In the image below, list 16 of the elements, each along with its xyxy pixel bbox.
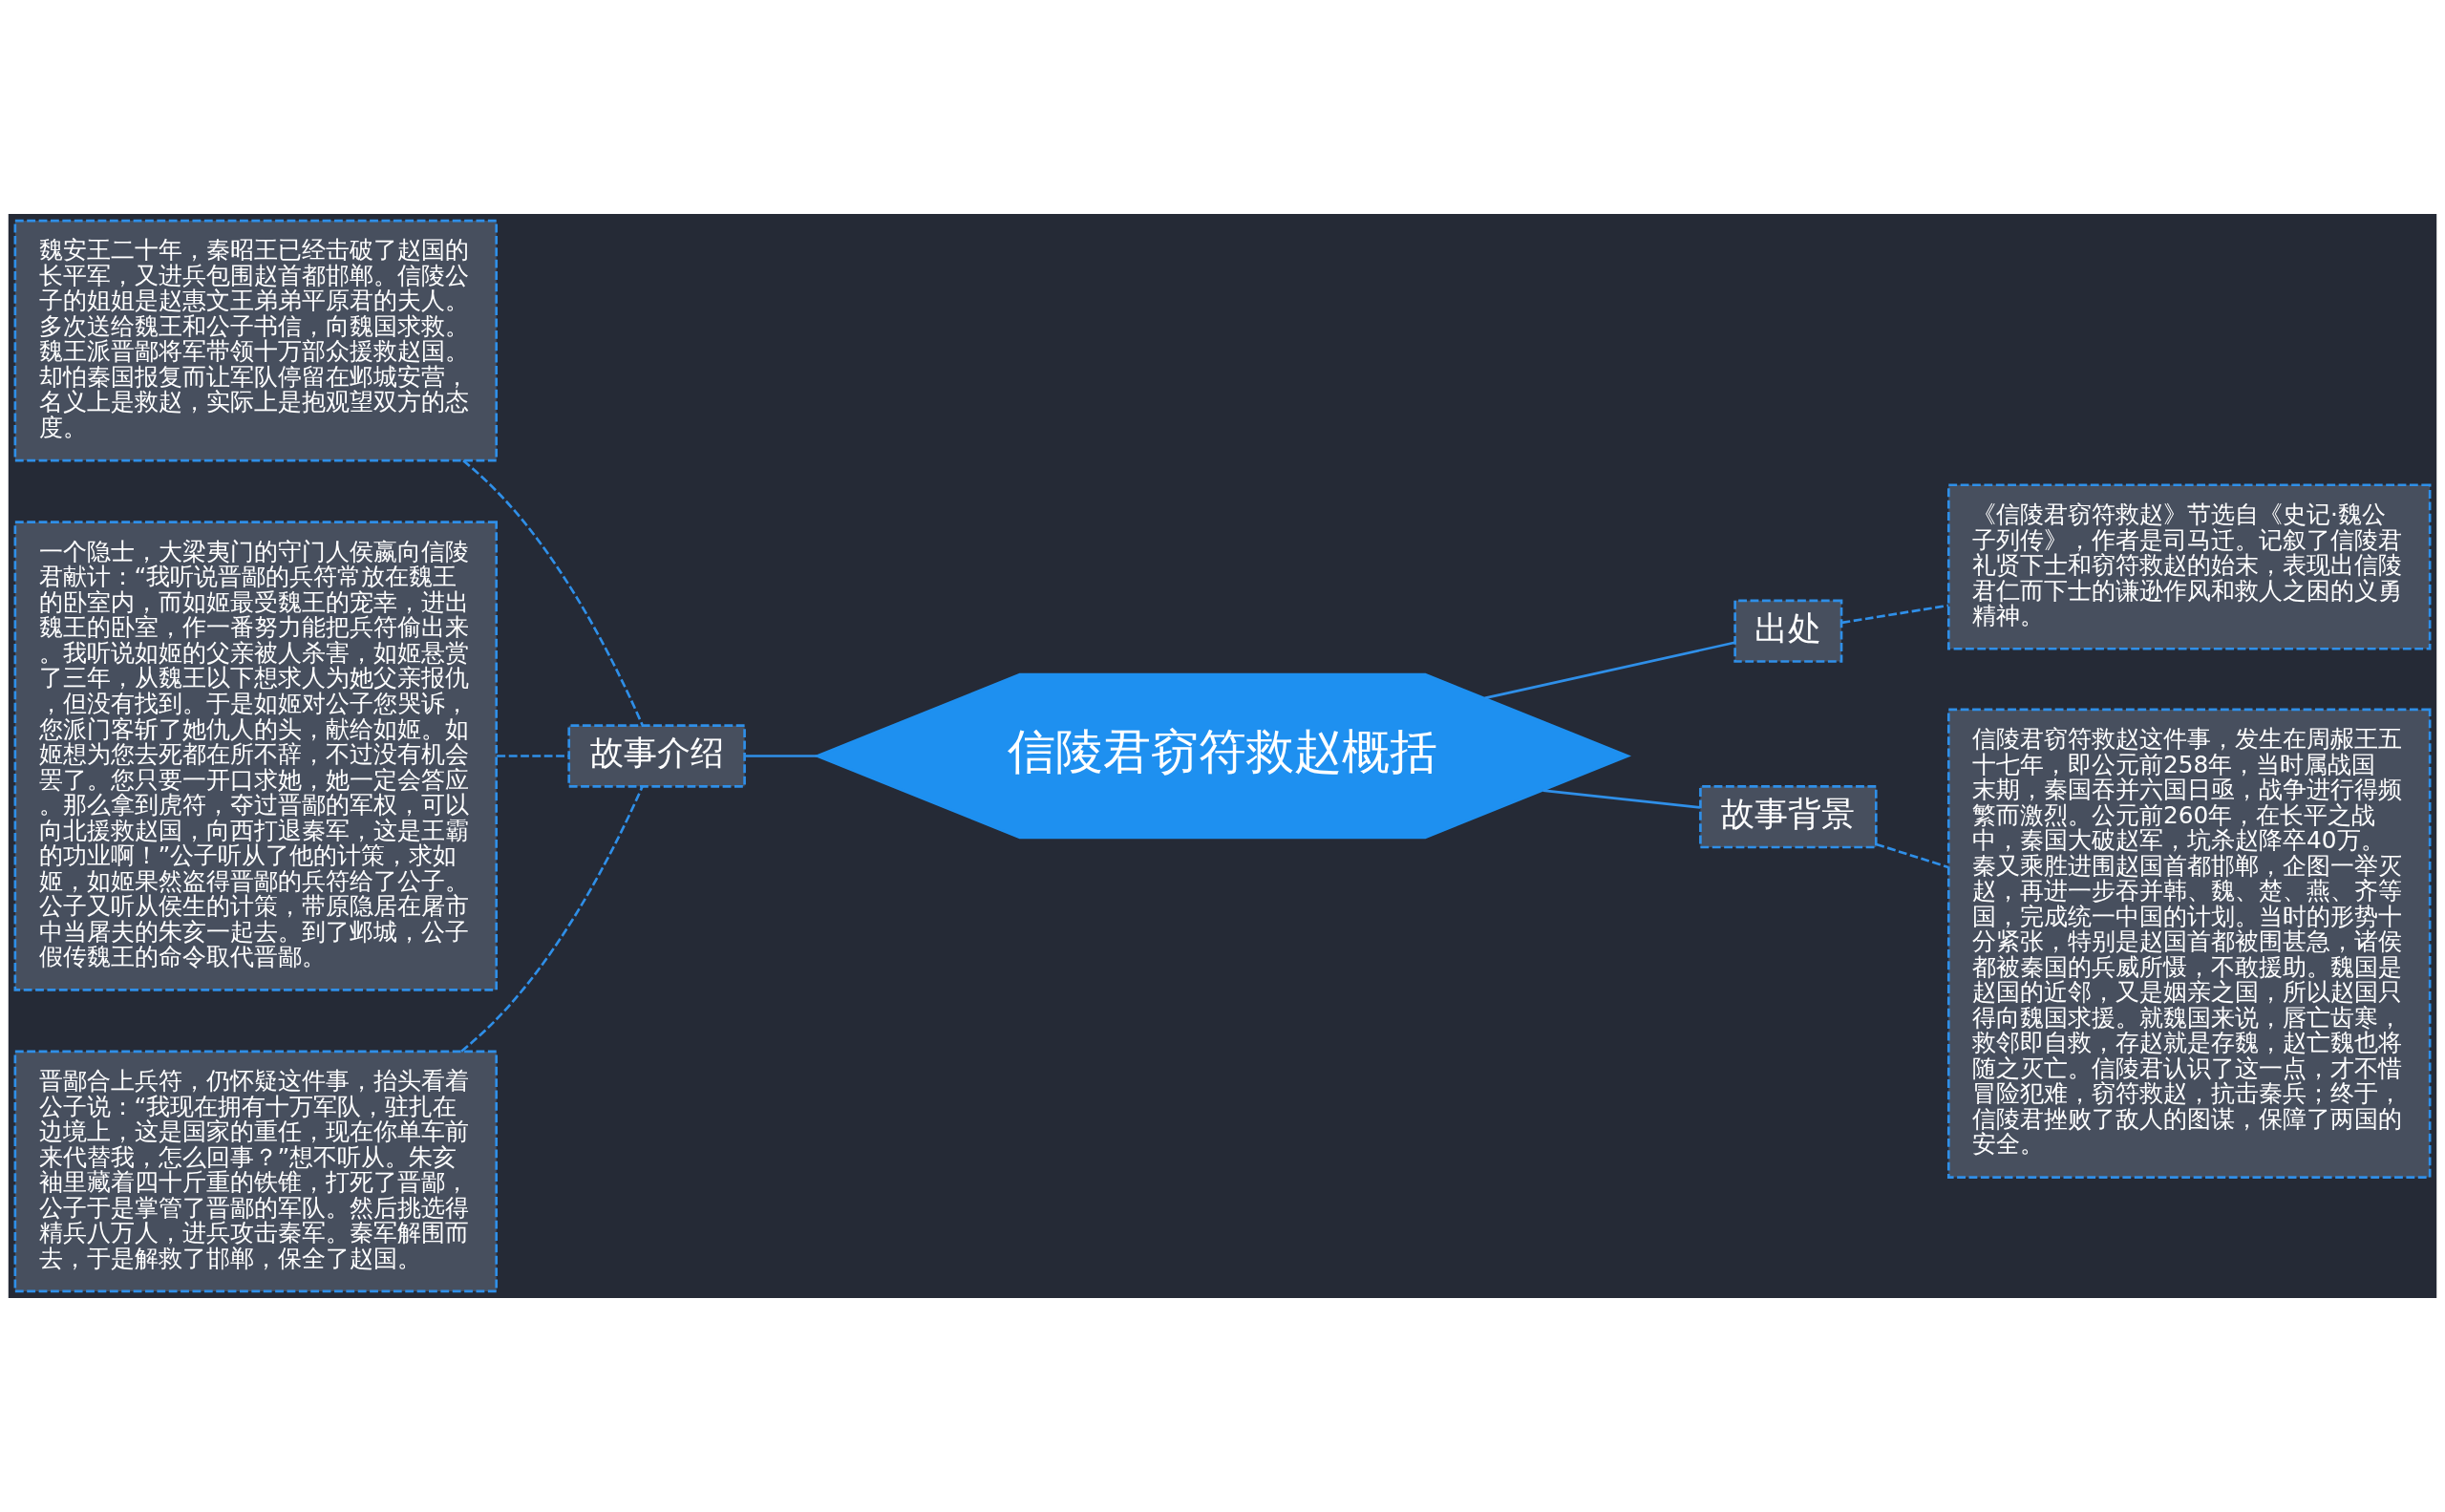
node-box: 故事介绍	[567, 724, 746, 788]
node-box: 信陵君窃符救赵这件事，发生在周赧王五十七年，即公元前258年，当时属战国末期，秦国吞并六国日亟，战争进行得频繁而激烈。公元前260年，在长平之战中，秦国大破赵军，坑杀赵降卒40万。秦又乘胜进围赵国首都邯郸，企图一举灭赵，再进一步吞并韩、魏、楚、燕、齐等国，完成统一中国的计划。当时的形势十分紧张，特别是赵国首都被围甚急，诸侯都被秦国的兵威所慑，不敢援助。魏国是赵国的近邻，又是姻亲之国，所以赵国只得向魏国求援。就魏国来说，唇亡齿寒，救邻即自救，存赵就是存魏，赵亡魏也将随之灭亡。信陵君认识了这一点，才不惜冒险犯难，窃符救赵，抗击秦兵；终于，信陵君挫败了敌人的图谋，保障了两国的安全。	[1946, 708, 2432, 1179]
node-box: 一个隐士，大梁夷门的守门人侯嬴向信陵君献计：“我听说晋鄙的兵符常放在魏王的卧室内，而如姬最受魏王的宠幸，进出魏王的卧室，作一番努力能把兵符偷出来。我听说如姬的父亲被人杀害，如姬悬赏了三年，从魏王以下想求人为她父亲报仇，但没有找到。于是如姬对公子您哭诉，您派门客斩了她仇人的头，献给如姬。如姬想为您去死都在所不辞，不过没有机会罢了。您只要一开口求她，她一定会答应。那么拿到虎符，夺过晋鄙的军权，可以向北援救赵国，向西打退秦军，这是王霸的功业啊！”公子听从了他的计策，求如姬，如姬果然盗得晋鄙的兵符给了公子。公子又听从侯生的计策，带原隐居在屠市中当屠夫的朱亥一起去。到了邺城，公子假传魏王的命令取代晋鄙。	[13, 521, 499, 991]
connector	[462, 459, 644, 726]
node-box: 出处	[1733, 599, 1843, 663]
connector	[497, 755, 569, 757]
connector	[745, 755, 818, 757]
node-box: 魏安王二十年，秦昭王已经击破了赵国的长平军，又进兵包围赵首都邯郸。信陵公子的姐姐是赵惠文王弟弟平原君的夫人。多次送给魏王和公子书信，向魏国求救。魏王派晋鄙将军带领十万部众援救赵国。却怕秦国报复而让军队停留在邺城安营，名义上是救赵，实际上是抱观望双方的态度。	[13, 219, 499, 462]
connector	[1876, 842, 1949, 869]
node-box: 故事背景	[1699, 785, 1878, 849]
connector	[1542, 789, 1701, 809]
node-box: 晋鄙合上兵符，仍怀疑这件事，抬头看着公子说：“我现在拥有十万军队，驻扎在边境上，这是国家的重任，现在你单车前来代替我，怎么回事？”想不听从。朱亥袖里藏着四十斤重的铁锥，打死了晋鄙，公子于是掌管了晋鄙的军队。然后挑选得精兵八万人，进兵攻击秦军。秦军解围而去，于是解救了邯郸，保全了赵国。	[13, 1050, 499, 1293]
connector	[460, 786, 644, 1053]
connector	[1841, 604, 1949, 625]
node-box: 《信陵君窃符救赵》节选自《史记·魏公子列传》，作者是司马迁。记叙了信陵君礼贤下士和窃符救赵的始末，表现出信陵君仁而下士的谦逊作风和救人之困的义勇精神。	[1946, 483, 2432, 650]
connector	[1484, 641, 1735, 700]
